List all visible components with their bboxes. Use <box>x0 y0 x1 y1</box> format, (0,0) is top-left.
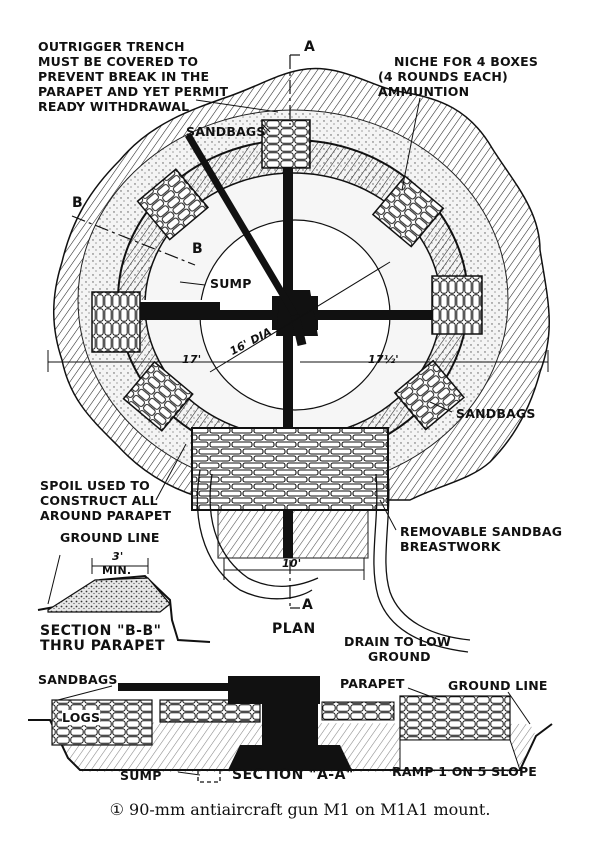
section-aa-sump <box>197 770 221 783</box>
label-ground-line-section: GROUND LINE <box>448 678 548 693</box>
section-aa-gun-barrel <box>118 683 318 691</box>
label-sump-plan: SUMP <box>210 276 252 291</box>
marker-a-bottom: A <box>302 597 314 613</box>
label-ramp: RAMP 1 ON 5 SLOPE <box>392 764 538 779</box>
label-niche: NICHE FOR 4 BOXES (4 ROUNDS EACH) AMMUNT… <box>378 54 539 99</box>
label-sump-section: SUMP <box>120 768 162 783</box>
label-outrigger-trench: OUTRIGGER TRENCH MUST BE COVERED TO PREV… <box>38 39 229 114</box>
niche-top-left <box>136 168 210 241</box>
section-b-line <box>71 215 196 266</box>
outrigger-trench-vertical <box>283 130 293 550</box>
section-aa-right-parapet <box>399 695 511 741</box>
section-bb-parapet <box>47 577 171 613</box>
drain-left <box>196 469 313 600</box>
dim-10-label: 10' <box>282 557 302 570</box>
niche-top <box>261 119 311 169</box>
niche-left <box>91 291 141 353</box>
label-spoil: SPOIL USED TO CONSTRUCT ALL AROUND PARAP… <box>40 478 172 523</box>
label-sandbags-section: SANDBAGS <box>38 672 118 687</box>
section-aa-gun-breech <box>228 676 320 704</box>
dim-min-label: MIN. <box>102 564 132 577</box>
label-sandbags-right: SANDBAGS <box>456 406 536 421</box>
niche-top-right <box>371 175 445 248</box>
label-removable-breastwork: REMOVABLE SANDBAG BREASTWORK <box>400 524 563 554</box>
dim-3-label: 3' <box>112 550 124 563</box>
label-plan: PLAN <box>272 621 316 637</box>
figure-caption: ① 90-mm antiaircraft gun M1 on M1A1 moun… <box>109 800 491 819</box>
label-ground-line: GROUND LINE <box>60 530 160 545</box>
label-sandbags-top: SANDBAGS <box>186 124 266 139</box>
niche-bottom-right <box>393 359 466 431</box>
dim-16-line <box>209 261 391 373</box>
label-parapet: PARAPET <box>340 676 405 691</box>
breastwork <box>191 427 389 511</box>
label-section-bb: SECTION "B-B" THRU PARAPET <box>40 623 166 654</box>
gun-barrel <box>184 133 299 317</box>
label-logs: LOGS <box>62 710 101 725</box>
niche-bottom-left <box>122 360 194 432</box>
label-section-aa: SECTION "A-A" <box>232 767 354 783</box>
dim-17-label: 17' <box>182 353 202 366</box>
marker-b-left: B <box>72 195 84 211</box>
marker-a-top: A <box>304 39 316 55</box>
niche-right <box>431 275 483 335</box>
section-aa-mid-sandbags <box>159 699 261 723</box>
label-drain: DRAIN TO LOW GROUND <box>344 634 451 664</box>
marker-b-right: B <box>192 241 204 257</box>
drain-right <box>385 469 471 641</box>
dim-17half-label: 17½' <box>368 353 399 366</box>
section-aa-left-sandbags <box>51 699 153 746</box>
